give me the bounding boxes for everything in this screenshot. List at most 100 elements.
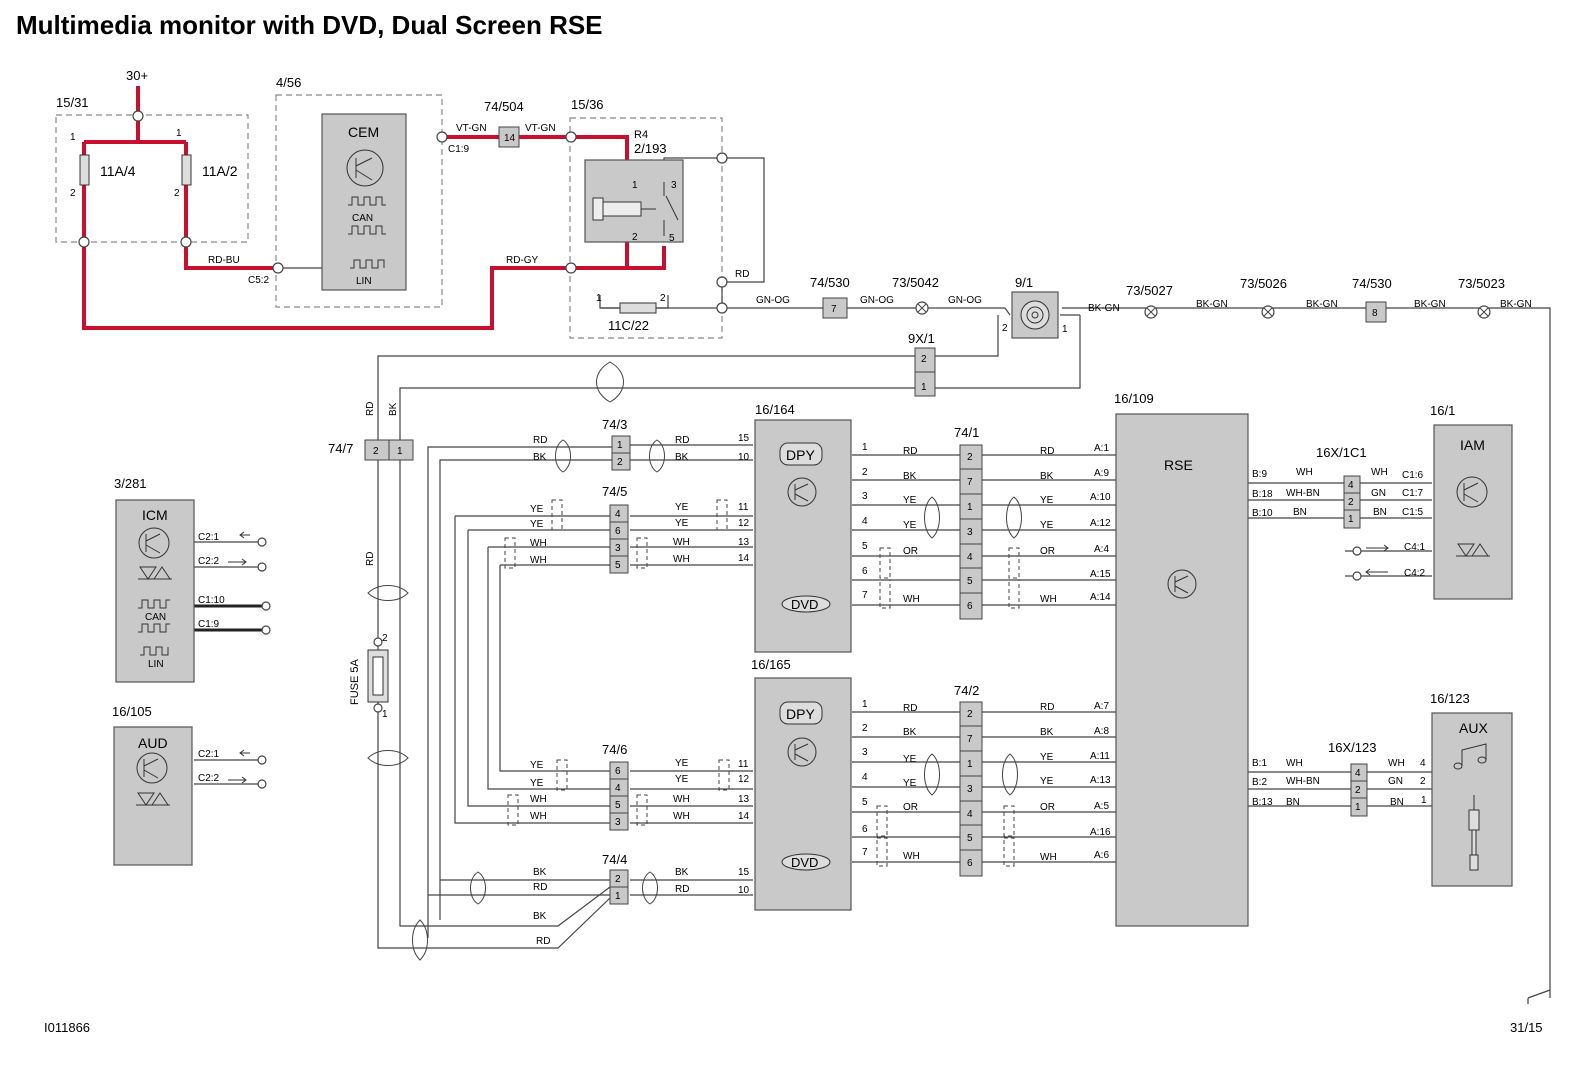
label-c74-1-pins-1: 7 xyxy=(967,477,973,488)
fuse-11a2-label: 11A/2 xyxy=(202,163,238,179)
label-dpy1-pins-left-2: 11 xyxy=(738,502,749,513)
label-c74-4-w-in-1: RD xyxy=(533,882,547,893)
label-icm-pins-3: C1:9 xyxy=(198,619,220,630)
label-dpy2-pins-right-4: 5 xyxy=(862,797,868,808)
label-splices-s74-530b-pin: 8 xyxy=(1372,308,1378,319)
fusebox-15-31: 15/31 30+ 11A/4 11A/2 1 1 2 2 xyxy=(56,68,238,248)
fusebox-id: 15/31 xyxy=(56,95,89,110)
label-c16x123-w-out-1: GN xyxy=(1388,776,1403,787)
connector-74-4: 74/4 2 1 BK RD BK RD BK RD xyxy=(533,852,689,947)
label-c74-1-w-out-6: WH xyxy=(1040,594,1057,605)
connector-74-5: 74/5 4 6 3 5 YE YE WH WH YE YE WH WH xyxy=(530,484,690,574)
label-fusebox-pins-2: 2 xyxy=(70,188,76,199)
label-dpy2-pins-left-1: 12 xyxy=(738,774,750,785)
label-rse-pins-right-2: B:10 xyxy=(1252,508,1273,519)
label-connector-74-7-pins-1: 1 xyxy=(397,446,403,457)
label-inline-fuse-label: FUSE 5A xyxy=(349,658,361,705)
twisted-pair-icon xyxy=(596,361,624,403)
label-c74-4-w-out-1: RD xyxy=(675,884,689,895)
label-wire-labels-vbk: BK xyxy=(388,402,399,416)
label-dpy1-pins-left-0: 15 xyxy=(738,433,750,444)
label-c16x1c1-w-in-0: WH xyxy=(1296,467,1313,478)
label-connector-74-7-pins-0: 2 xyxy=(373,446,379,457)
label-wire-labels-bkgn2: BK-GN xyxy=(1196,299,1228,310)
label-c16x1c1-w-out-1: GN xyxy=(1371,488,1386,499)
diagram-title: Multimedia monitor with DVD, Dual Screen… xyxy=(16,10,603,40)
label-dpy2-pins-right-1: 2 xyxy=(862,723,868,734)
label-rse-pins-right-4: B:2 xyxy=(1252,777,1267,788)
label-iam-pins-0: C1:6 xyxy=(1402,470,1424,481)
connector-16x-1c1: 16X/1C1 4 2 1 WH WH-BN BN WH GN BN xyxy=(1286,445,1388,529)
label-c74-2-rse-pins-6: A:6 xyxy=(1094,850,1109,861)
label-c16x1c1-pins-0: 4 xyxy=(1348,480,1354,491)
connector-74-3: 74/3 1 2 RD BK RD BK xyxy=(533,417,689,471)
label-dpy1-id: 16/164 xyxy=(755,402,795,417)
label-cem-pin-top: C1:9 xyxy=(448,144,470,155)
label-c74-1-pins-3: 3 xyxy=(967,527,973,538)
fuse-11a2 xyxy=(181,154,192,186)
label-c74-3-w-in-0: RD xyxy=(533,435,547,446)
label-c74-2-w-in-2: YE xyxy=(903,754,917,765)
label-c74-5-w-out-2: WH xyxy=(673,537,690,548)
label-wire-labels-bkgn3: BK-GN xyxy=(1306,299,1338,310)
label-wire-labels-bkgn4: BK-GN xyxy=(1414,299,1446,310)
label-c74-1-w-in-6: WH xyxy=(903,594,920,605)
label-fusebox-pins-3: 2 xyxy=(174,188,180,199)
connector-9-1: 9/1 2 1 xyxy=(1002,275,1068,339)
label-c74-3-w-in-1: BK xyxy=(533,452,547,463)
label-c16x1c1-w-in-1: WH-BN xyxy=(1286,488,1320,499)
label-c74-4-pins-1: 1 xyxy=(615,891,621,902)
fuse-11c22 xyxy=(619,302,657,314)
label-c74-2-rse-pins-1: A:8 xyxy=(1094,726,1109,737)
label-c74-2-rse-pins-3: A:13 xyxy=(1090,775,1111,786)
label-dpy1-pins-right-5: 6 xyxy=(862,566,868,577)
label-c74-1-w-in-0: RD xyxy=(903,446,917,457)
arrow-right-icon xyxy=(228,558,247,566)
cem-module: 4/56 CEM CAN LIN C1:9 C5:2 xyxy=(248,75,470,291)
label-dpy2-pins-right-3: 4 xyxy=(862,772,868,783)
label-dpy1-pins-right-6: 7 xyxy=(862,590,868,601)
triac-icon xyxy=(138,566,172,580)
label-dpy2-pins-left-4: 15 xyxy=(738,867,750,878)
aud-module: 16/105 AUD C2:1 C2:2 xyxy=(112,704,267,866)
label-dpy2-pins-left-5: 10 xyxy=(738,885,750,896)
label-c16x123-w-in-2: BN xyxy=(1286,797,1300,808)
label-aux-pins-0: 4 xyxy=(1420,758,1426,769)
label-c74-4-w-in-0: BK xyxy=(533,867,547,878)
relay-box-15-36: 15/36 R4 2/193 1 2 3 5 1 2 11C/22 xyxy=(565,97,728,333)
label-c74-6-w-in-1: YE xyxy=(530,778,544,789)
label-c74-1-w-out-0: RD xyxy=(1040,446,1054,457)
triac-icon xyxy=(1456,543,1490,557)
figure-id: I011866 xyxy=(44,1020,90,1035)
label-wire-labels-rdgy: RD-GY xyxy=(506,255,539,266)
label-c74-2-w-in-4: OR xyxy=(903,802,918,813)
label-dpy1-dvd: DVD xyxy=(791,597,818,612)
label-c74-3-id: 74/3 xyxy=(602,417,627,432)
label-inline-fuse-pins-0: 2 xyxy=(382,633,388,644)
label-c74-2-w-out-6: WH xyxy=(1040,852,1057,863)
label-c74-4-w-in-2: BK xyxy=(533,911,547,922)
label-c74-1-rse-pins-2: A:10 xyxy=(1090,492,1111,503)
label-rse-pins-right-1: B:18 xyxy=(1252,489,1273,500)
cem-label: CEM xyxy=(348,124,379,140)
label-dpy1-pins-right-0: 1 xyxy=(862,442,868,453)
fuse-11a4 xyxy=(79,154,90,186)
relay-coil-icon xyxy=(592,197,604,221)
label-dpy2-pins-left-2: 13 xyxy=(738,794,750,805)
label-splices-s74-504: 74/504 xyxy=(484,99,524,114)
supply-label: 30+ xyxy=(126,68,148,83)
relay-switch-icon xyxy=(641,182,679,236)
label-c74-2-pins-5: 5 xyxy=(967,833,973,844)
label-c74-2-w-in-1: BK xyxy=(903,727,917,738)
label-c74-4-w-in-3: RD xyxy=(536,936,550,947)
label-relay-box-relay: R4 xyxy=(634,129,648,141)
label-splices-s74-530b: 74/530 xyxy=(1352,276,1392,291)
connector-74-1: 74/1 2 7 1 3 4 5 6 RD BK YE YE OR WH RD … xyxy=(903,425,1111,620)
label-relay-box-id: 15/36 xyxy=(571,97,604,112)
transistor-icon xyxy=(1456,476,1488,508)
label-c74-5-pins-1: 6 xyxy=(615,526,621,537)
label-c74-2-rse-pins-4: A:5 xyxy=(1094,801,1109,812)
label-c16x1c1-pins-1: 2 xyxy=(1348,497,1354,508)
label-relay-box-fuse-pins-0: 1 xyxy=(596,293,602,304)
